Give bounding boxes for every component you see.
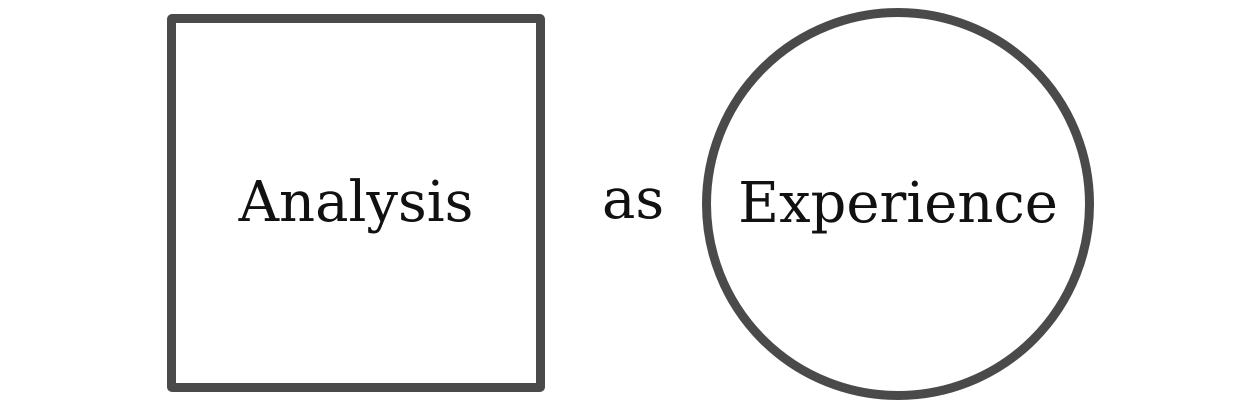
connector-word: as: [601, 167, 665, 232]
experience-label: Experience: [738, 171, 1058, 236]
analysis-square: Analysis: [167, 14, 545, 392]
analysis-label: Analysis: [238, 170, 474, 235]
experience-circle: Experience: [702, 8, 1094, 400]
